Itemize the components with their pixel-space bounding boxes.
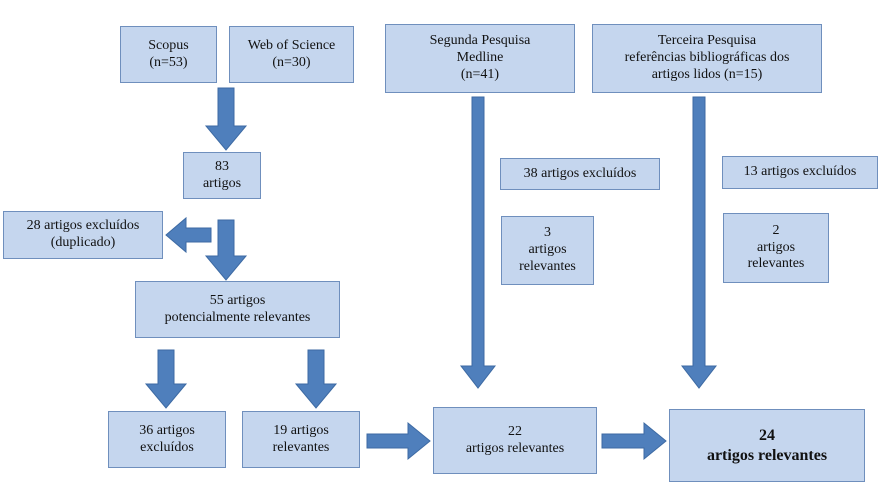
rel24-line-1: 24 [759, 426, 775, 444]
excl28-line-1: 28 artigos excluídos [26, 218, 140, 234]
wos-line-1: Web of Science [247, 37, 336, 53]
excl28-line-2: (duplicado) [50, 235, 116, 250]
terceira-pesquisa-box: Terceira Pesquisa referências bibliográf… [592, 24, 822, 93]
excluidos-36-box: 36 artigos excluídos [108, 411, 226, 468]
scopus-line-1: Scopus [148, 37, 189, 53]
rel19-line-2: relevantes [272, 439, 330, 455]
scopus-box: Scopus (n=53) [120, 26, 217, 83]
rel3-line-2: artigos [528, 242, 567, 258]
terceira-line-3: artigos lidos (n=15) [651, 66, 763, 82]
rel2-line-1: 2 [772, 222, 780, 238]
rel22-line-2: artigos relevantes [465, 440, 565, 456]
relevantes-3-box: 3 artigos relevantes [501, 216, 594, 285]
excl13-line-1: 13 artigos excluídos [743, 164, 857, 180]
arrow-segunda-to-22 [459, 96, 497, 389]
segunda-line-2: Medline [456, 50, 504, 66]
excl36-line-2: excluídos [140, 439, 194, 455]
arrow-55-to-19 [294, 349, 338, 409]
arrow-22-to-24 [601, 421, 667, 461]
wos-line-2: (n=30) [272, 54, 311, 70]
segunda-pesquisa-box: Segunda Pesquisa Medline (n=41) [385, 24, 575, 93]
arrow-terceira-to-24 [680, 96, 718, 389]
terceira-line-1: Terceira Pesquisa [657, 33, 757, 49]
arrow-83-to-55 [204, 219, 248, 281]
relevantes-24-final-box: 24 artigos relevantes [669, 409, 865, 482]
excluidos-28-box: 28 artigos excluídos (duplicado) [3, 211, 163, 259]
rel24-line-2: artigos relevantes [706, 446, 828, 464]
excl36-line-1: 36 artigos [139, 422, 195, 438]
arrow-19-to-22 [366, 421, 431, 461]
pot55-line-1: 55 artigos [209, 292, 266, 308]
web-of-science-box: Web of Science (n=30) [229, 26, 354, 83]
rel3-line-3: relevantes [519, 258, 576, 274]
terceira-line-2: referências bibliográficas dos [624, 50, 790, 66]
relevantes-19-box: 19 artigos relevantes [242, 411, 360, 468]
rel2-line-2: artigos [756, 239, 796, 255]
excluidos-13-box: 13 artigos excluídos [722, 156, 878, 189]
relevantes-22-box: 22 artigos relevantes [433, 407, 597, 474]
excluidos-38-box: 38 artigos excluídos [500, 158, 660, 190]
b83-line-1: 83 [215, 158, 229, 174]
scopus-line-2: (n=53) [149, 54, 188, 70]
pot55-line-2: potencialmente relevantes [164, 309, 311, 325]
potencialmente-relevantes-55-box: 55 artigos potencialmente relevantes [135, 281, 340, 338]
arrow-sources-to-83 [204, 87, 248, 151]
segunda-line-1: Segunda Pesquisa [429, 33, 531, 49]
artigos-83-box: 83 artigos [183, 152, 261, 199]
rel3-line-1: 3 [544, 225, 551, 241]
arrow-to-excluded-28 [165, 216, 212, 254]
b83-line-2: artigos [202, 175, 242, 191]
relevantes-2-box: 2 artigos relevantes [723, 213, 829, 283]
segunda-line-3: (n=41) [460, 66, 500, 82]
rel2-line-3: relevantes [747, 256, 805, 272]
arrow-55-to-36 [144, 349, 188, 409]
excl38-line-1: 38 artigos excluídos [523, 165, 637, 181]
rel22-line-1: 22 [508, 423, 522, 439]
rel19-line-1: 19 artigos [273, 422, 329, 438]
